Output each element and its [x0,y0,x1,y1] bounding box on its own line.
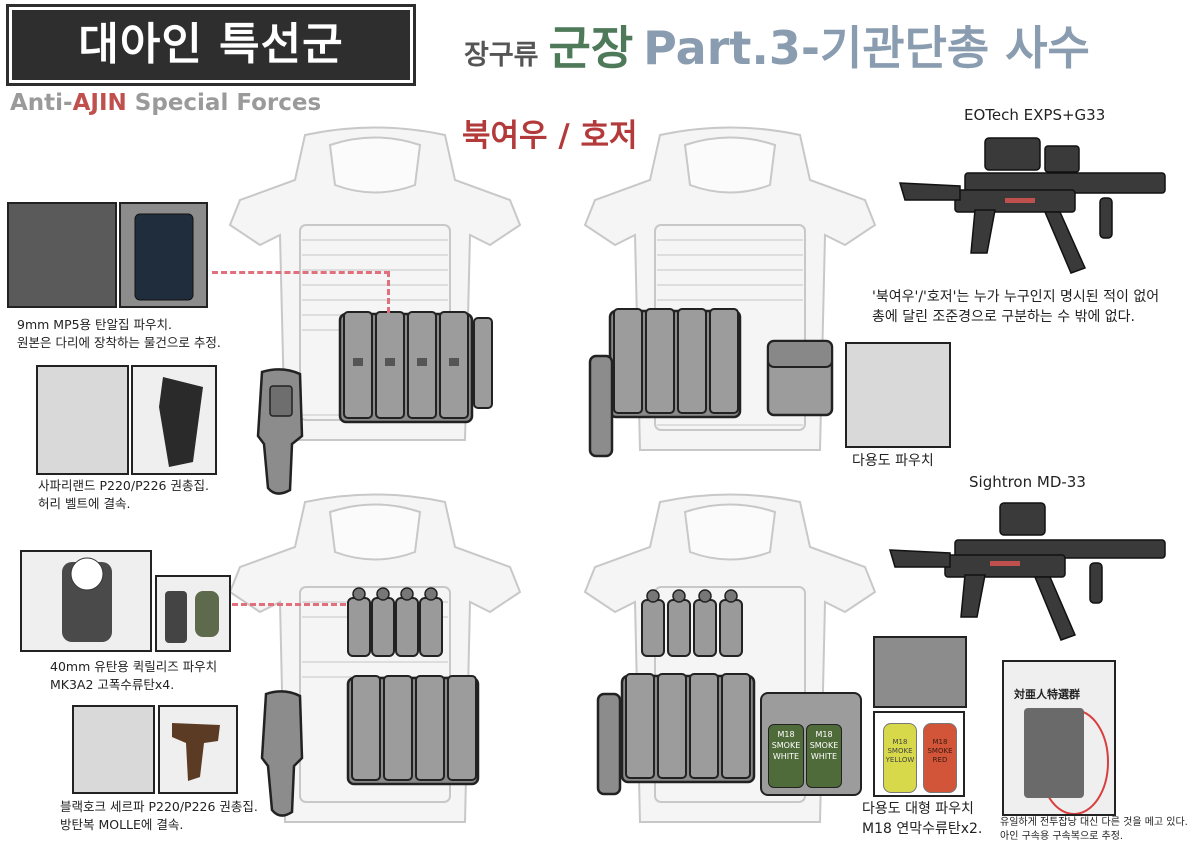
grenade-pouch-group-2 [641,589,743,657]
smoke-grenade-photo: M18 SMOKE YELLOW M18 SMOKE RED [873,711,965,797]
mp5-pouch-caption-line1: 9mm MP5용 탄알집 파우치. [17,317,172,332]
section-title: 북여우 / 호저 [462,118,638,154]
page-title: 대아인 특선군 [78,19,344,70]
mp5-mag-pouch-group-3 [346,675,480,786]
part-heading: Part.3-기관단총 사수 [643,21,1090,75]
utility-pouch-illustration [766,339,834,417]
pointer-line-1b [387,271,390,313]
large-pouch-caption: 다용도 대형 파우치 M18 연막수류탄x2. [862,799,982,839]
restraint-rig-caption-line1: 유일하게 전투잡낭 대신 다른 것을 메고 있다. [1000,817,1188,828]
grenade-pouch-photo-1 [20,550,152,652]
mp5-pouch-caption-line2: 원본은 다리에 장착하는 물건으로 추정. [17,335,221,350]
mp5-gun-illustration-1 [898,137,1166,274]
grenade-pouch-group-1 [347,587,443,657]
pointer-line-1 [212,271,390,274]
large-pouch-caption-line2: M18 연막수류탄x2. [862,821,983,837]
grenade-pouch-caption-line2: MK3A2 고폭수류탄x4. [50,677,175,692]
patch-text: 対亜人特選群 [1014,688,1080,701]
holster-illustration-1 [256,368,304,495]
subtitle: Anti-AJIN Special Forces [10,90,321,116]
safariland-photo-2 [131,365,217,475]
pointer-line-2 [232,603,346,606]
subtitle-pre: Anti- [10,90,73,116]
gun2-label: Sightron MD-33 [969,473,1086,491]
large-utility-pouch: M18 SMOKE WHITE M18 SMOKE WHITE [760,692,862,796]
mp5-mag-pouch-group-1 [338,311,493,424]
mp5-mag-pouch-group-2 [608,308,742,419]
title-banner: 대아인 특선군 [6,4,416,86]
mp5-mag-pouch-group-4 [620,673,756,784]
smoke-grenade-red: M18 SMOKE RED [923,723,957,793]
mp5-pouch-photo-1 [7,202,117,308]
blackhawk-caption-line2: 방탄복 MOLLE에 결속. [60,817,184,832]
mp5-pouch-caption: 9mm MP5용 탄알집 파우치. 원본은 다리에 장착하는 물건으로 추정. [17,316,221,352]
blackhawk-caption: 블랙호크 세르파 P220/P226 권총집. 방탄복 MOLLE에 결속. [60,798,258,834]
sight-note-line1: '북여우'/'호저'는 누가 누구인지 명시된 적이 없어 [872,289,1160,305]
safariland-caption-line1: 사파리랜드 P220/P226 권총집. [38,478,209,493]
mp5-pouch-photo-2 [119,202,208,308]
mp5-gun-illustration-2 [888,502,1166,641]
grenade-pouch-photo-2 [155,575,231,652]
blackhawk-photo-1 [72,705,155,794]
smoke-grenade-yellow: M18 SMOKE YELLOW [883,723,917,793]
restraint-rig-caption: 유일하게 전투잡낭 대신 다른 것을 메고 있다. 아인 구속용 구속복으로 추… [1000,816,1188,844]
holster-illustration-3 [260,690,304,817]
blackhawk-caption-line1: 블랙호크 세르파 P220/P226 권총집. [60,799,258,814]
sight-note-line2: 총에 달린 조준경으로 구분하는 수 밖에 없다. [872,309,1135,325]
smoke-grenade-white-2: M18 SMOKE WHITE [806,724,842,788]
restraint-rig-caption-line2: 아인 구속용 구속복으로 추정. [1000,831,1124,842]
subtitle-post: Special Forces [126,90,322,116]
subtitle-ajin: AJIN [72,90,127,116]
large-pouch-photo [873,636,967,708]
restraint-rig-photo: 対亜人特選群 [1002,660,1116,816]
grenade-pouch-caption: 40mm 유탄용 퀵릴리즈 파우치 MK3A2 고폭수류탄x4. [50,658,217,694]
category-label: 장구류 [464,40,539,71]
safariland-photo-1 [36,365,129,475]
safariland-caption: 사파리랜드 P220/P226 권총집. 허리 벨트에 결속. [38,477,209,513]
main-heading: 군장 [548,21,634,75]
sight-note: '북여우'/'호저'는 누가 누구인지 명시된 적이 없어 총에 달린 조준경으… [872,287,1159,327]
grenade-pouch-caption-line1: 40mm 유탄용 퀵릴리즈 파우치 [50,659,218,674]
holster-illustration-2 [588,354,614,458]
utility-pouch-caption: 다용도 파우치 [852,453,934,469]
blackhawk-photo-2 [158,705,238,794]
holster-illustration-4 [596,692,622,796]
gun1-label: EOTech EXPS+G33 [964,106,1106,124]
smoke-grenade-white-1: M18 SMOKE WHITE [768,724,804,788]
safariland-caption-line2: 허리 벨트에 결속. [38,496,131,511]
large-pouch-caption-line1: 다용도 대형 파우치 [862,801,974,817]
utility-pouch-photo [845,342,951,448]
